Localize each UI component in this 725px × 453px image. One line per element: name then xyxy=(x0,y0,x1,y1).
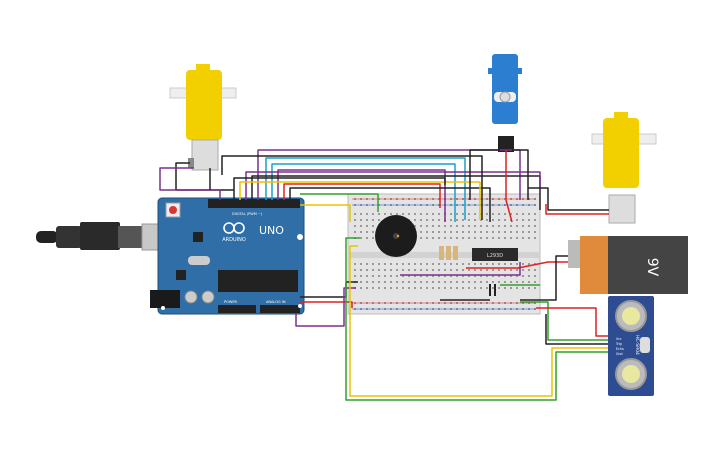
wires xyxy=(159,149,609,401)
wire-right-motor-red xyxy=(545,204,609,215)
wire-left-motor-red xyxy=(159,167,221,200)
wire-sensor-green-loop xyxy=(345,237,608,401)
battery-9v: 9V xyxy=(568,236,688,294)
wire-sensor-yellow xyxy=(349,245,608,397)
sensor-pin-gnd: Gnd xyxy=(616,352,623,356)
capacitor xyxy=(489,284,496,296)
arduino-brand-label: ARDUINO xyxy=(222,237,246,243)
wire-purple-2 xyxy=(277,169,446,222)
wire-black-3 xyxy=(233,177,446,200)
wire-green-buzzer xyxy=(300,193,379,212)
wire-black-2 xyxy=(289,187,491,222)
dc-motor-left xyxy=(169,64,237,171)
sensor-pin-vcc: Vcc xyxy=(616,337,622,341)
wire-bb-purple xyxy=(400,262,521,276)
ultrasonic-sensor: HC-SR04 Vcc Trig Echo Gnd xyxy=(608,296,654,396)
wire-sensor-green xyxy=(520,301,608,341)
wire-black-1 xyxy=(251,175,541,210)
arduino-analog-label: ANALOG IN xyxy=(266,300,286,304)
wire-purple-low xyxy=(295,287,356,327)
arduino-power-label: POWER xyxy=(224,300,238,304)
wire-sensor-red xyxy=(536,307,608,337)
wire-sensor-black xyxy=(545,314,608,345)
sensor-pin-echo: Echo xyxy=(616,347,624,351)
wire-battery-black xyxy=(520,255,568,301)
dc-motor-right xyxy=(591,112,657,224)
motor-driver-chip: L293D xyxy=(472,248,518,261)
wire-yellow-1 xyxy=(239,181,481,220)
resistors xyxy=(439,246,458,260)
wire-purple-3 xyxy=(245,171,541,200)
sensor-pin-trig: Trig xyxy=(615,342,622,346)
wire-red-1 xyxy=(283,183,441,208)
wire-red-power xyxy=(300,301,353,308)
sensor-label: HC-SR04 xyxy=(634,335,640,355)
wire-servo-signal xyxy=(512,149,529,200)
arduino-logo-icon xyxy=(223,222,245,234)
wire-right-motor-black xyxy=(528,187,609,211)
arduino-uno-board: ARDUINO UNO DIGITAL (PWM ~) POWER ANALOG… xyxy=(150,197,305,315)
driver-chip-label: L293D xyxy=(487,253,503,259)
wire-cyan-1 xyxy=(265,157,466,220)
wire-servo-black xyxy=(469,149,500,200)
battery-label: 9V xyxy=(644,258,660,277)
wire-servo-red xyxy=(505,150,513,223)
servo-motor xyxy=(488,54,522,152)
wire-purple-top xyxy=(257,149,521,200)
wire-yellow-buzzer xyxy=(300,204,351,222)
piezo-buzzer xyxy=(375,215,417,257)
wire-battery-red xyxy=(517,261,568,269)
arduino-digital-label: DIGITAL (PWM ~) xyxy=(232,212,263,216)
arduino-model-label: UNO xyxy=(259,224,284,237)
wire-motor-top xyxy=(221,155,483,220)
